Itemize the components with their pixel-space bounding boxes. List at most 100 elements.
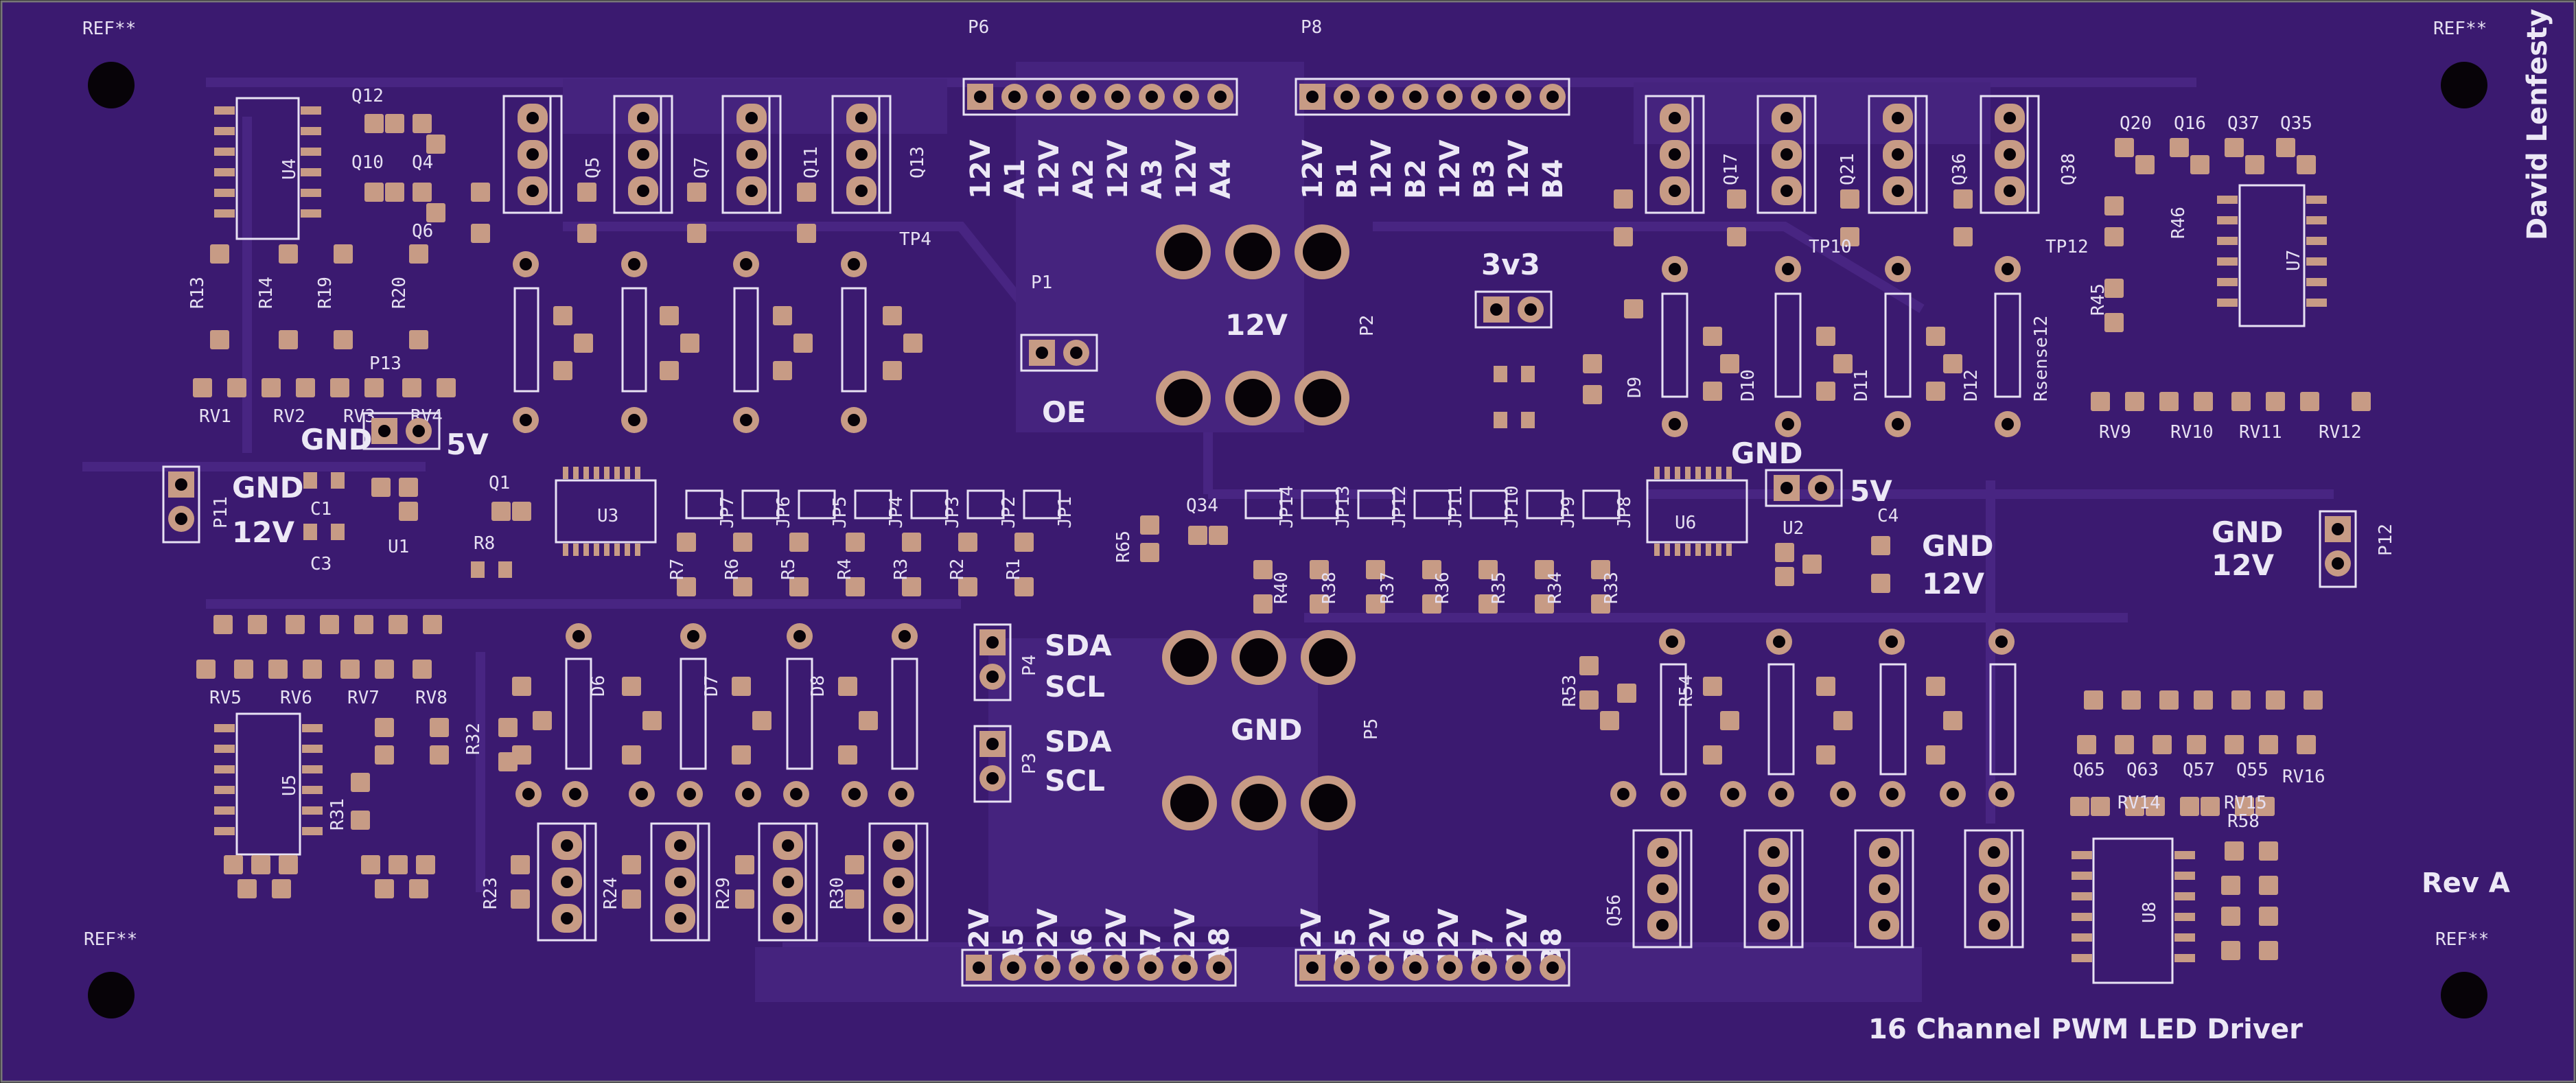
svg-text:JP5: JP5 — [830, 496, 850, 528]
r32-ref: R32 — [463, 723, 484, 755]
q57-ref: Q57 — [2183, 760, 2215, 780]
d11-ref: D11 — [1851, 369, 1872, 401]
r19-ref: R19 — [315, 277, 336, 309]
svg-text:12V: 12V — [1034, 139, 1065, 199]
r54-ref: R54 — [1676, 675, 1697, 707]
rv16: RV16 — [2282, 767, 2325, 787]
svg-text:JP10: JP10 — [1502, 485, 1522, 528]
p3-sda: SDA — [1045, 725, 1112, 758]
u8-ref: U8 — [2139, 902, 2160, 923]
svg-text:JP14: JP14 — [1277, 485, 1297, 528]
sense-row-bottom-left — [512, 623, 918, 807]
svg-text:JP13: JP13 — [1333, 485, 1354, 528]
p8-ref: P8 — [1301, 17, 1322, 38]
svg-text:12V: 12V — [1435, 139, 1466, 199]
q1-ref: Q1 — [489, 473, 510, 493]
svg-text:R34: R34 — [1545, 572, 1566, 604]
u7-pads — [2217, 196, 2327, 307]
svg-text:B1: B1 — [1332, 159, 1363, 199]
p5-label: GND — [1231, 713, 1303, 747]
svg-text:A3: A3 — [1137, 159, 1168, 199]
d10-ref: D10 — [1738, 369, 1759, 401]
q65-ref: Q65 — [2073, 760, 2105, 780]
r8-ref: R8 — [474, 533, 495, 554]
r29-ref: R29 — [713, 877, 734, 909]
r30-ref: R30 — [827, 877, 848, 909]
rv12: RV12 — [2319, 422, 2362, 443]
rv2: RV2 — [273, 406, 305, 427]
svg-text:JP4: JP4 — [886, 496, 907, 528]
p4-sda: SDA — [1045, 629, 1112, 662]
rv5: RV5 — [209, 688, 242, 708]
svg-text:12V: 12V — [1366, 139, 1397, 199]
r13-ref: R13 — [187, 277, 208, 309]
svg-text:JP1: JP1 — [1055, 496, 1076, 528]
d9-ref: D9 — [1625, 377, 1645, 398]
svg-text:JP9: JP9 — [1558, 496, 1579, 528]
p3-scl: SCL — [1045, 764, 1105, 797]
q55-ref: Q55 — [2236, 760, 2268, 780]
r58-ref: R58 — [2227, 811, 2260, 832]
q13-ref: Q13 — [907, 146, 928, 178]
p6-ref: P6 — [968, 17, 989, 38]
rv8: RV8 — [415, 688, 448, 708]
u5-ref: U5 — [279, 775, 300, 796]
p4-scl: SCL — [1045, 670, 1105, 703]
q63-ref: Q63 — [2126, 760, 2159, 780]
p12-gnd: GND — [2212, 515, 2284, 549]
r31-ref: R31 — [327, 798, 348, 830]
c4-gnd: GND — [1922, 529, 1994, 563]
q11-ref: Q11 — [801, 146, 822, 178]
author-label: David Lenfesty — [2522, 9, 2553, 240]
p8-pin-labels: 12V B1 12V B2 12V B3 12V B4 — [1297, 139, 1569, 199]
svg-text:R1: R1 — [1003, 559, 1024, 580]
sense-row-bottom-right — [1579, 629, 2017, 807]
r14-ref: R14 — [256, 277, 277, 309]
u1-ref: U1 — [388, 537, 409, 557]
rv10: RV10 — [2170, 422, 2214, 443]
board-title: 16 Channel PWM LED Driver — [1868, 1014, 2303, 1045]
svg-text:R4: R4 — [835, 559, 855, 580]
c1-ref: C1 — [310, 499, 332, 520]
q35-ref: Q35 — [2280, 113, 2312, 134]
q38-ref: Q38 — [2058, 153, 2079, 185]
p1-ref: P1 — [1031, 272, 1052, 293]
u3-ref: U3 — [597, 506, 618, 526]
jp-left-labels: JP7 JP6 JP5 JP4 JP3 JP2 JP1 — [717, 496, 1076, 528]
d6-ref: D6 — [588, 675, 609, 697]
rv1: RV1 — [199, 406, 231, 427]
q4-ref: Q4 — [412, 152, 433, 173]
u5-pads — [214, 724, 323, 835]
tp12-ref: TP12 — [2045, 237, 2089, 257]
u3-pins — [563, 467, 640, 556]
svg-text:12V: 12V — [1297, 139, 1329, 199]
u7-ref: U7 — [2284, 250, 2304, 271]
svg-text:R5: R5 — [778, 559, 799, 580]
rv7: RV7 — [347, 688, 380, 708]
u8-pads — [2072, 851, 2195, 962]
jp-right-labels: JP14 JP13 JP12 JP11 JP10 JP9 JP8 — [1277, 485, 1635, 528]
svg-text:R37: R37 — [1378, 572, 1398, 604]
c4-ref: C4 — [1877, 506, 1899, 526]
r23-ref: R23 — [480, 877, 501, 909]
revision-label: Rev A — [2422, 867, 2510, 899]
svg-text:JP6: JP6 — [774, 496, 794, 528]
d8-ref: D8 — [808, 675, 828, 697]
r65-ref: R65 — [1113, 531, 1134, 563]
svg-text:R38: R38 — [1319, 572, 1340, 604]
oe-label: OE — [1042, 395, 1086, 429]
tp10-ref: TP10 — [1809, 237, 1852, 257]
gnd-left: GND — [301, 423, 373, 456]
r46-ref: R46 — [2168, 207, 2189, 239]
d7-ref: D7 — [701, 675, 722, 697]
p11-ref: P11 — [211, 496, 231, 528]
q20-ref: Q20 — [2120, 113, 2152, 134]
rv11: RV11 — [2239, 422, 2282, 443]
svg-text:12V: 12V — [1503, 139, 1535, 199]
q56-ref: Q56 — [1604, 894, 1625, 927]
v5-left: 5V — [446, 428, 489, 461]
r20-ref: R20 — [389, 277, 410, 309]
svg-text:JP8: JP8 — [1614, 496, 1635, 528]
svg-text:JP11: JP11 — [1446, 485, 1466, 528]
q7-ref: Q7 — [691, 157, 712, 178]
